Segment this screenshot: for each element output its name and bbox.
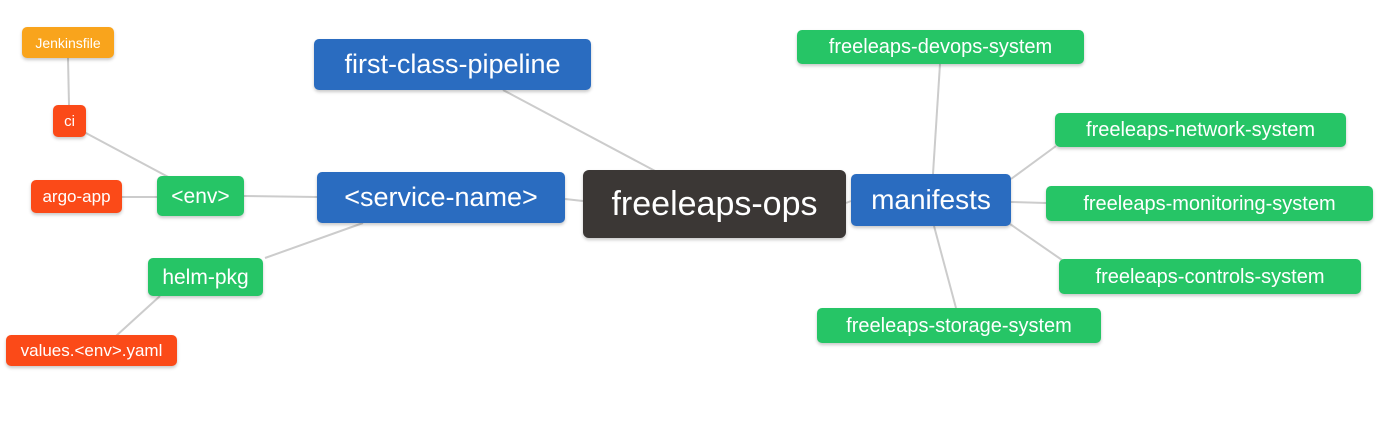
edge-manifests-storage: [933, 225, 957, 309]
edge-jenkinsfile-ci: [67, 57, 70, 106]
node-storage-system[interactable]: freeleaps-storage-system: [817, 308, 1101, 343]
edge-pipeline-ops: [502, 89, 658, 173]
edge-helm-pkg-service-name: [264, 222, 364, 259]
node-monitoring-system[interactable]: freeleaps-monitoring-system: [1046, 186, 1373, 221]
edge-manifests-network: [1010, 145, 1057, 180]
node-helm-pkg[interactable]: helm-pkg: [148, 258, 263, 296]
edge-service-name-ops: [564, 198, 584, 202]
node-network-system[interactable]: freeleaps-network-system: [1055, 113, 1346, 147]
node-freeleaps-ops[interactable]: freeleaps-ops: [583, 170, 846, 238]
edge-helm-pkg-values: [115, 295, 161, 337]
node-manifests[interactable]: manifests: [851, 174, 1011, 226]
node-devops-system[interactable]: freeleaps-devops-system: [797, 30, 1084, 64]
node-values-env-yaml[interactable]: values.<env>.yaml: [6, 335, 177, 366]
edge-env-service-name: [243, 195, 318, 198]
node-argo-app[interactable]: argo-app: [31, 180, 122, 213]
node-controls-system[interactable]: freeleaps-controls-system: [1059, 259, 1361, 294]
node-env[interactable]: <env>: [157, 176, 244, 216]
node-first-class-pipeline[interactable]: first-class-pipeline: [314, 39, 591, 90]
node-jenkinsfile[interactable]: Jenkinsfile: [22, 27, 114, 58]
edge-manifests-monitoring: [1010, 201, 1047, 204]
edge-ci-env: [83, 131, 173, 180]
edge-manifests-devops: [932, 63, 941, 175]
edge-manifests-controls: [1009, 223, 1063, 261]
node-service-name[interactable]: <service-name>: [317, 172, 565, 223]
node-ci[interactable]: ci: [53, 105, 86, 137]
